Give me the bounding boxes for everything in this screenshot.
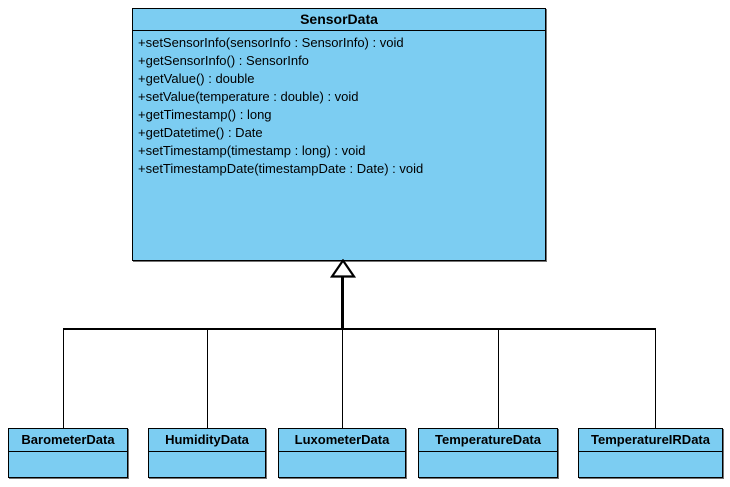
method-item: +setValue(temperature : double) : void [138, 89, 359, 104]
class-box-temperatureirdata[interactable]: TemperatureIRData [578, 428, 723, 478]
class-members-sensordata: +setSensorInfo(sensorInfo : SensorInfo) … [133, 31, 545, 260]
class-name-temperaturedata: TemperatureData [419, 429, 557, 452]
class-members-temperatureirdata [579, 452, 722, 478]
class-name-humiditydata: HumidityData [149, 429, 265, 452]
class-members-barometerdata [9, 452, 127, 478]
generalization-bus-line [63, 328, 656, 330]
method-item: +getValue() : double [138, 71, 255, 86]
class-members-luxometerdata [279, 452, 405, 478]
connector-line-humiditydata [207, 328, 208, 428]
class-members-humiditydata [149, 452, 265, 478]
class-members-temperaturedata [419, 452, 557, 478]
class-box-luxometerdata[interactable]: LuxometerData [278, 428, 406, 478]
class-box-barometerdata[interactable]: BarometerData [8, 428, 128, 478]
method-item: +setTimestampDate(timestampDate : Date) … [138, 161, 424, 176]
connector-line-luxometerdata [342, 328, 343, 428]
connector-line-temperatureirdata [655, 328, 656, 428]
generalization-trunk-line [341, 276, 344, 329]
connector-line-temperaturedata [498, 328, 499, 428]
class-name-temperatureirdata: TemperatureIRData [579, 429, 722, 452]
method-item: +getSensorInfo() : SensorInfo [138, 53, 309, 68]
method-item: +setSensorInfo(sensorInfo : SensorInfo) … [138, 35, 404, 50]
class-box-humiditydata[interactable]: HumidityData [148, 428, 266, 478]
class-name-luxometerdata: LuxometerData [279, 429, 405, 452]
connector-line-barometerdata [63, 328, 64, 428]
method-item: +getDatetime() : Date [138, 125, 263, 140]
class-box-sensordata[interactable]: SensorData +setSensorInfo(sensorInfo : S… [132, 8, 546, 261]
method-item: +setTimestamp(timestamp : long) : void [138, 143, 366, 158]
method-item: +getTimestamp() : long [138, 107, 272, 122]
class-box-temperaturedata[interactable]: TemperatureData [418, 428, 558, 478]
class-name-sensordata: SensorData [133, 9, 545, 31]
class-name-barometerdata: BarometerData [9, 429, 127, 452]
